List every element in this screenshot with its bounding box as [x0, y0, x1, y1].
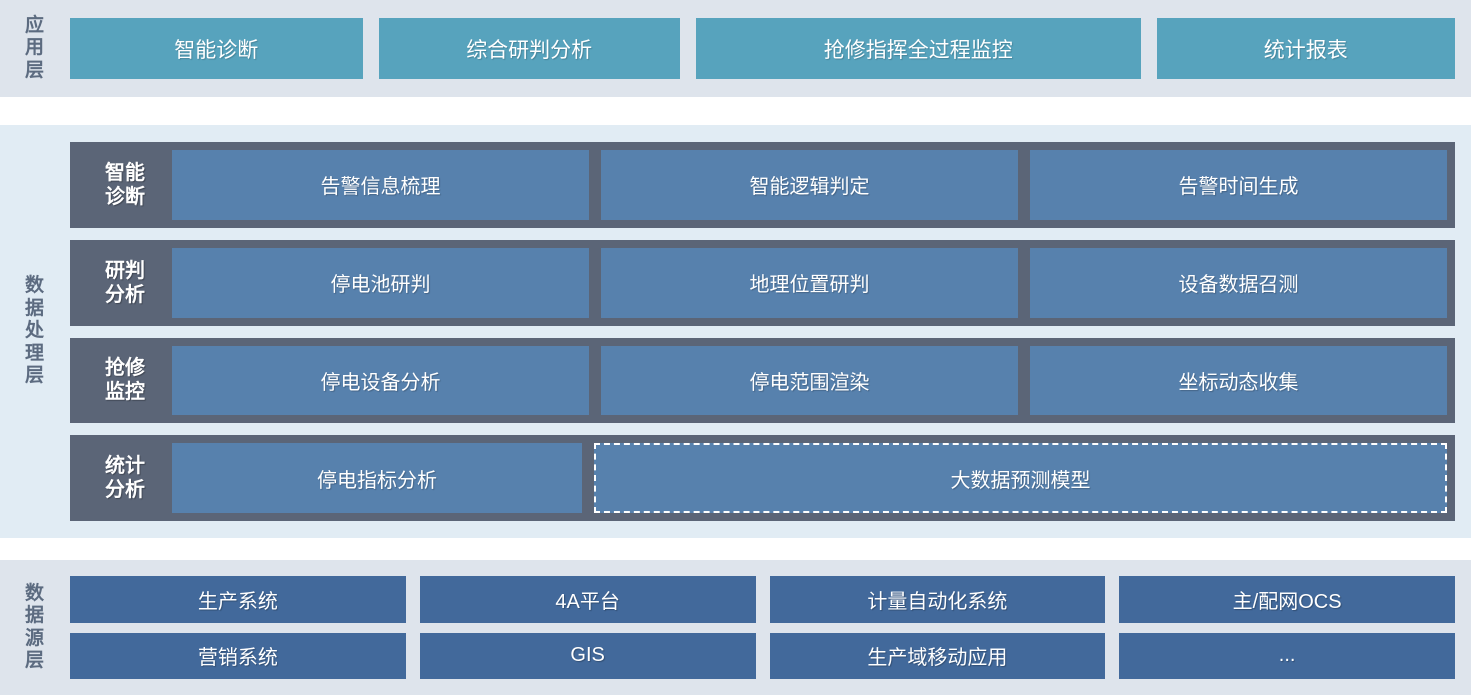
- proc-row-label: 抢修监控: [78, 346, 172, 416]
- proc-card-label: 大数据预测模型: [950, 469, 1091, 492]
- src-card-label: 4A平台: [555, 590, 620, 613]
- proc-row-cards: 停电指标分析 大数据预测模型: [172, 443, 1447, 513]
- proc-card-outage-device-analysis[interactable]: 停电设备分析: [172, 345, 589, 416]
- proc-card-outage-pool-judgment[interactable]: 停电池研判: [172, 247, 589, 318]
- src-card-production-mobile-application[interactable]: 生产域移动应用: [769, 632, 1106, 679]
- src-card-label: 营销系统: [197, 647, 278, 670]
- app-card-repair-command-monitoring[interactable]: 抢修指挥全过程监控: [695, 18, 1141, 79]
- data-source-layer-label-text: 数据源层: [24, 582, 45, 671]
- proc-row-cards: 告警信息梳理 智能逻辑判定 告警时间生成: [172, 150, 1447, 220]
- proc-card-intelligent-logic-judgment[interactable]: 智能逻辑判定: [601, 150, 1018, 220]
- src-card-4a-platform[interactable]: 4A平台: [419, 576, 756, 623]
- data-source-layer-label: 数据源层: [0, 576, 70, 679]
- proc-row-cards: 停电池研判 地理位置研判 设备数据召测: [172, 247, 1447, 318]
- src-card-label: 计量自动化系统: [867, 590, 1008, 613]
- src-card-label: ...: [1278, 644, 1296, 667]
- proc-row-label-text: 智能诊断: [105, 161, 145, 208]
- proc-card-label: 停电范围渲染: [749, 371, 870, 394]
- src-card-label: 生产系统: [197, 590, 278, 613]
- proc-row-label: 统计分析: [78, 443, 172, 513]
- proc-row-judgment-analysis: 研判分析 停电池研判 地理位置研判 设备数据召测: [70, 239, 1455, 326]
- proc-card-geographic-location-judgment[interactable]: 地理位置研判: [601, 247, 1018, 318]
- proc-card-label: 设备数据召测: [1178, 274, 1299, 297]
- src-card-label: 主/配网OCS: [1232, 590, 1342, 613]
- proc-row-statistical-analysis: 统计分析 停电指标分析 大数据预测模型: [70, 435, 1455, 521]
- app-card-label: 抢修指挥全过程监控: [823, 38, 1013, 62]
- proc-card-alarm-time-generation[interactable]: 告警时间生成: [1030, 150, 1447, 220]
- band-separator-top: [0, 97, 1471, 125]
- src-card-metering-automation-system[interactable]: 计量自动化系统: [769, 576, 1106, 623]
- application-layer-band: 应用层 智能诊断 综合研判分析 抢修指挥全过程监控 统计报表: [0, 0, 1471, 97]
- proc-card-label: 智能逻辑判定: [749, 176, 870, 199]
- src-card-label: 生产域移动应用: [867, 647, 1008, 670]
- proc-row-cards: 停电设备分析 停电范围渲染 坐标动态收集: [172, 345, 1447, 416]
- proc-row-intelligent-diagnosis: 智能诊断 告警信息梳理 智能逻辑判定 告警时间生成: [70, 142, 1455, 228]
- data-source-cards: 生产系统 4A平台 计量自动化系统 主/配网OCS 营销系统 GIS 生产域移动…: [70, 576, 1455, 679]
- proc-row-label-text: 研判分析: [105, 259, 145, 306]
- app-card-comprehensive-analysis[interactable]: 综合研判分析: [378, 18, 680, 79]
- proc-card-alarm-info-sorting[interactable]: 告警信息梳理: [172, 150, 589, 220]
- src-card-gis[interactable]: GIS: [419, 632, 756, 679]
- proc-card-label: 坐标动态收集: [1178, 371, 1299, 394]
- proc-card-big-data-prediction-model[interactable]: 大数据预测模型: [594, 443, 1447, 513]
- data-processing-rows: 智能诊断 告警信息梳理 智能逻辑判定 告警时间生成 研判分析: [70, 142, 1455, 521]
- proc-card-coordinate-dynamic-collection[interactable]: 坐标动态收集: [1030, 345, 1447, 416]
- proc-card-label: 停电设备分析: [320, 371, 441, 394]
- proc-card-label: 告警时间生成: [1178, 176, 1299, 199]
- proc-card-label: 停电池研判: [330, 274, 431, 297]
- proc-row-label-text: 统计分析: [105, 455, 145, 502]
- proc-card-outage-index-analysis[interactable]: 停电指标分析: [172, 443, 583, 513]
- data-source-layer-band: 数据源层 生产系统 4A平台 计量自动化系统 主/配网OCS 营销系统 GIS …: [0, 560, 1471, 695]
- application-layer-label: 应用层: [0, 14, 70, 81]
- proc-card-label: 地理位置研判: [749, 274, 870, 297]
- src-card-main-distribution-ocs[interactable]: 主/配网OCS: [1119, 576, 1455, 623]
- application-layer-label-text: 应用层: [24, 14, 45, 81]
- proc-card-device-data-polling[interactable]: 设备数据召测: [1030, 247, 1447, 318]
- proc-card-outage-scope-rendering[interactable]: 停电范围渲染: [601, 345, 1018, 416]
- data-processing-layer-label-text: 数据处理层: [24, 275, 45, 387]
- proc-row-repair-monitoring: 抢修监控 停电设备分析 停电范围渲染 坐标动态收集: [70, 337, 1455, 424]
- app-card-statistical-report[interactable]: 统计报表: [1156, 18, 1455, 79]
- src-card-production-system[interactable]: 生产系统: [70, 576, 406, 623]
- src-card-label: GIS: [570, 644, 605, 667]
- app-card-label: 统计报表: [1263, 38, 1348, 62]
- proc-row-label: 智能诊断: [78, 150, 172, 220]
- app-card-label: 综合研判分析: [466, 38, 593, 62]
- app-card-label: 智能诊断: [174, 38, 259, 62]
- proc-card-label: 告警信息梳理: [320, 176, 441, 199]
- proc-card-label: 停电指标分析: [317, 469, 438, 492]
- proc-row-label-text: 抢修监控: [105, 357, 145, 404]
- proc-row-label: 研判分析: [78, 248, 172, 318]
- src-card-marketing-system[interactable]: 营销系统: [70, 632, 406, 679]
- app-card-intelligent-diagnosis[interactable]: 智能诊断: [70, 18, 363, 79]
- data-processing-layer-label: 数据处理层: [0, 142, 70, 521]
- application-layer-cards: 智能诊断 综合研判分析 抢修指挥全过程监控 统计报表: [70, 18, 1455, 79]
- band-separator-bottom: [0, 538, 1471, 560]
- data-processing-layer-band: 数据处理层 智能诊断 告警信息梳理 智能逻辑判定 告警时间生成: [0, 125, 1471, 538]
- src-card-more[interactable]: ...: [1119, 632, 1455, 679]
